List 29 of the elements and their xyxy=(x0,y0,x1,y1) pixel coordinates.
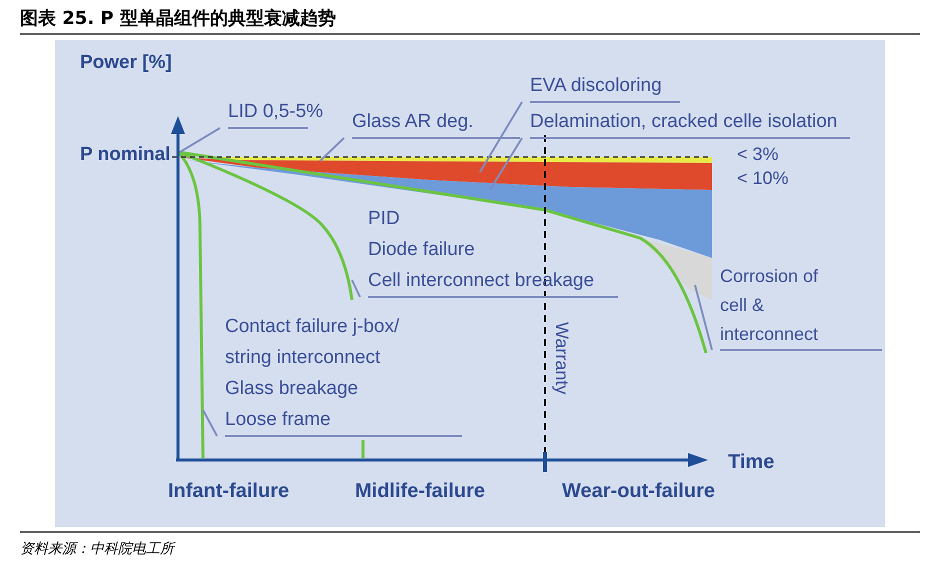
annotation-text: LID 0,5-5% xyxy=(228,100,324,124)
phase-label: Wear-out-failure xyxy=(562,480,715,503)
annotation-text: Contact failure j-box/ string interconnect xyxy=(225,315,400,370)
leader-line xyxy=(179,127,221,153)
annotation-text: Diode failure xyxy=(368,238,475,262)
annotation-text: Corrosion of cell & interconnect xyxy=(720,265,820,346)
leader-line xyxy=(489,137,523,191)
axis-title: Time xyxy=(728,451,774,474)
annotation-text: Cell interconnect breakage xyxy=(368,269,594,293)
phase-label: Infant-failure xyxy=(168,480,290,503)
annotation-text: Glass breakage xyxy=(225,377,360,401)
annotation-text: Delamination, cracked celle isolation xyxy=(530,110,838,134)
axis-label: P nominal xyxy=(80,144,170,166)
leader-line xyxy=(479,101,523,173)
annotation-text: EVA discoloring xyxy=(530,74,662,98)
annotation-text: PID xyxy=(368,207,400,231)
source-note: 资料来源：中科院电工所 xyxy=(20,540,174,558)
leader-line xyxy=(694,284,713,350)
annotation-text: Glass AR deg. xyxy=(352,110,474,134)
title: 图表 25. P 型单晶组件的典型衰减趋势 xyxy=(20,7,336,30)
phase-label: Midlife-failure xyxy=(355,480,486,503)
leader-line xyxy=(202,410,218,436)
percent-label: < 10% xyxy=(737,168,789,189)
percent-label: < 3% xyxy=(737,144,779,165)
annotation-text: Loose frame xyxy=(225,408,332,432)
degradation-curve xyxy=(176,151,204,458)
axis-title: Power [%] xyxy=(80,52,172,74)
leader-line xyxy=(319,137,345,162)
leader-line xyxy=(351,280,361,298)
